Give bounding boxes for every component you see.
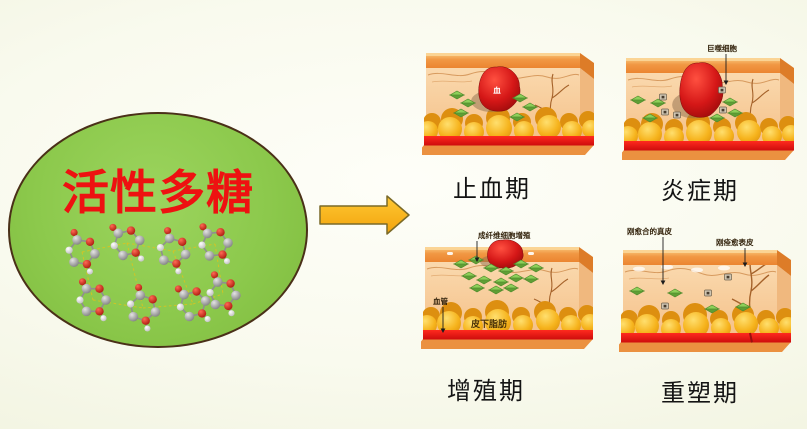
panel-remodeling: 刚愈合的真皮刚痊愈表皮 [613, 219, 794, 369]
panel-inflammation: 巨噬细胞 [616, 27, 797, 177]
annotation-label: 成纤维细胞增殖 [478, 230, 531, 240]
blood-vessel-band [624, 141, 794, 151]
panel-hemostasis: 血 [416, 22, 597, 172]
molecule-structure-image [57, 218, 251, 347]
blood-vessel-band [424, 136, 594, 146]
blood-vessel-band [423, 330, 593, 340]
blood-vessel-band [621, 333, 791, 343]
polysaccharide-ellipse: 活性多糖 [8, 112, 308, 348]
panel-caption-hemostasis: 止血期 [453, 177, 531, 203]
panel-proliferation: 成纤维细胞增殖血管皮下脂肪 [415, 216, 596, 366]
blood-clot [487, 239, 524, 269]
annotation-label: 刚痊愈表皮 [716, 237, 754, 247]
panel-caption-inflammation: 炎症期 [661, 179, 739, 205]
subcutaneous-fat [424, 106, 594, 142]
panel-caption-remodeling: 重塑期 [661, 381, 739, 407]
arrow-shape [319, 195, 410, 235]
polysaccharide-title: 活性多糖 [62, 166, 254, 219]
annotation-label: 刚愈合的真皮 [627, 226, 672, 236]
blood-clot [679, 62, 724, 118]
right-block-arrow [319, 195, 410, 235]
panel-caption-proliferation: 增殖期 [447, 379, 525, 405]
skin-illustration-inflammation: 巨噬细胞 [616, 43, 794, 160]
molecule-svg [65, 223, 241, 332]
annotation-label: 巨噬细胞 [707, 43, 737, 53]
annotation-label: 血管 [433, 296, 448, 306]
annotation-label: 皮下脂肪 [470, 318, 507, 329]
blood-clot [478, 66, 521, 112]
capillary-branch [731, 258, 770, 335]
clot-label: 血 [493, 85, 501, 95]
skin-illustration-hemostasis: 血 [416, 53, 594, 155]
